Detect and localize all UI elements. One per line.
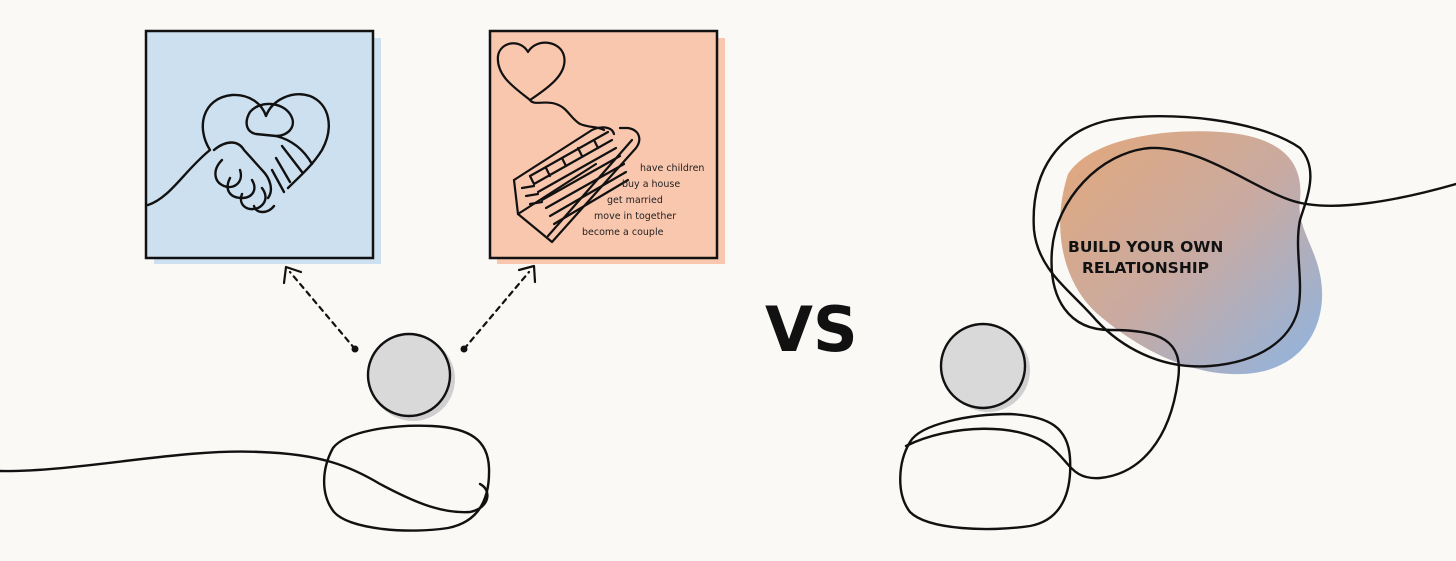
person-right xyxy=(899,115,1456,531)
escalator-card: have children buy a house get married mo… xyxy=(488,29,725,264)
arrow-to-escalator-card xyxy=(462,270,531,351)
arrowhead-left xyxy=(282,265,303,285)
person-left xyxy=(0,332,491,532)
heart-balloon-staircase-icon xyxy=(496,41,641,244)
escalator-step-4: move in together xyxy=(594,211,676,222)
person-left-body xyxy=(323,424,491,532)
arrow-to-handshake-card xyxy=(288,270,357,351)
right-squiggle-line xyxy=(904,146,1456,480)
arrow-origin-dot-right xyxy=(460,345,468,353)
blob-title-line-1: BUILD YOUR OWN xyxy=(1068,238,1223,256)
escalator-step-1: have children xyxy=(640,163,704,174)
blob-outline-line xyxy=(1032,115,1312,368)
arrows-to-cards xyxy=(288,270,531,351)
handshake-heart-icon xyxy=(146,93,330,214)
escalator-step-3: get married xyxy=(607,195,663,206)
balloon-string xyxy=(528,98,606,132)
person-right-body xyxy=(899,412,1072,531)
heart-balloon xyxy=(496,41,566,102)
escalator-step-2: buy a house xyxy=(622,179,680,190)
vs-separator: VS xyxy=(765,293,858,366)
person-right-head xyxy=(939,322,1027,410)
blob-title-line-2: RELATIONSHIP xyxy=(1082,259,1209,277)
handshake-card-frame xyxy=(144,29,375,260)
handshake-card xyxy=(144,29,381,264)
left-squiggle-line xyxy=(0,450,489,514)
gradient-blob xyxy=(1060,131,1323,375)
escalator-step-5: become a couple xyxy=(582,227,664,238)
arrowhead-right xyxy=(517,264,537,284)
person-left-head xyxy=(366,332,452,418)
arrow-origin-dot-left xyxy=(351,345,359,353)
